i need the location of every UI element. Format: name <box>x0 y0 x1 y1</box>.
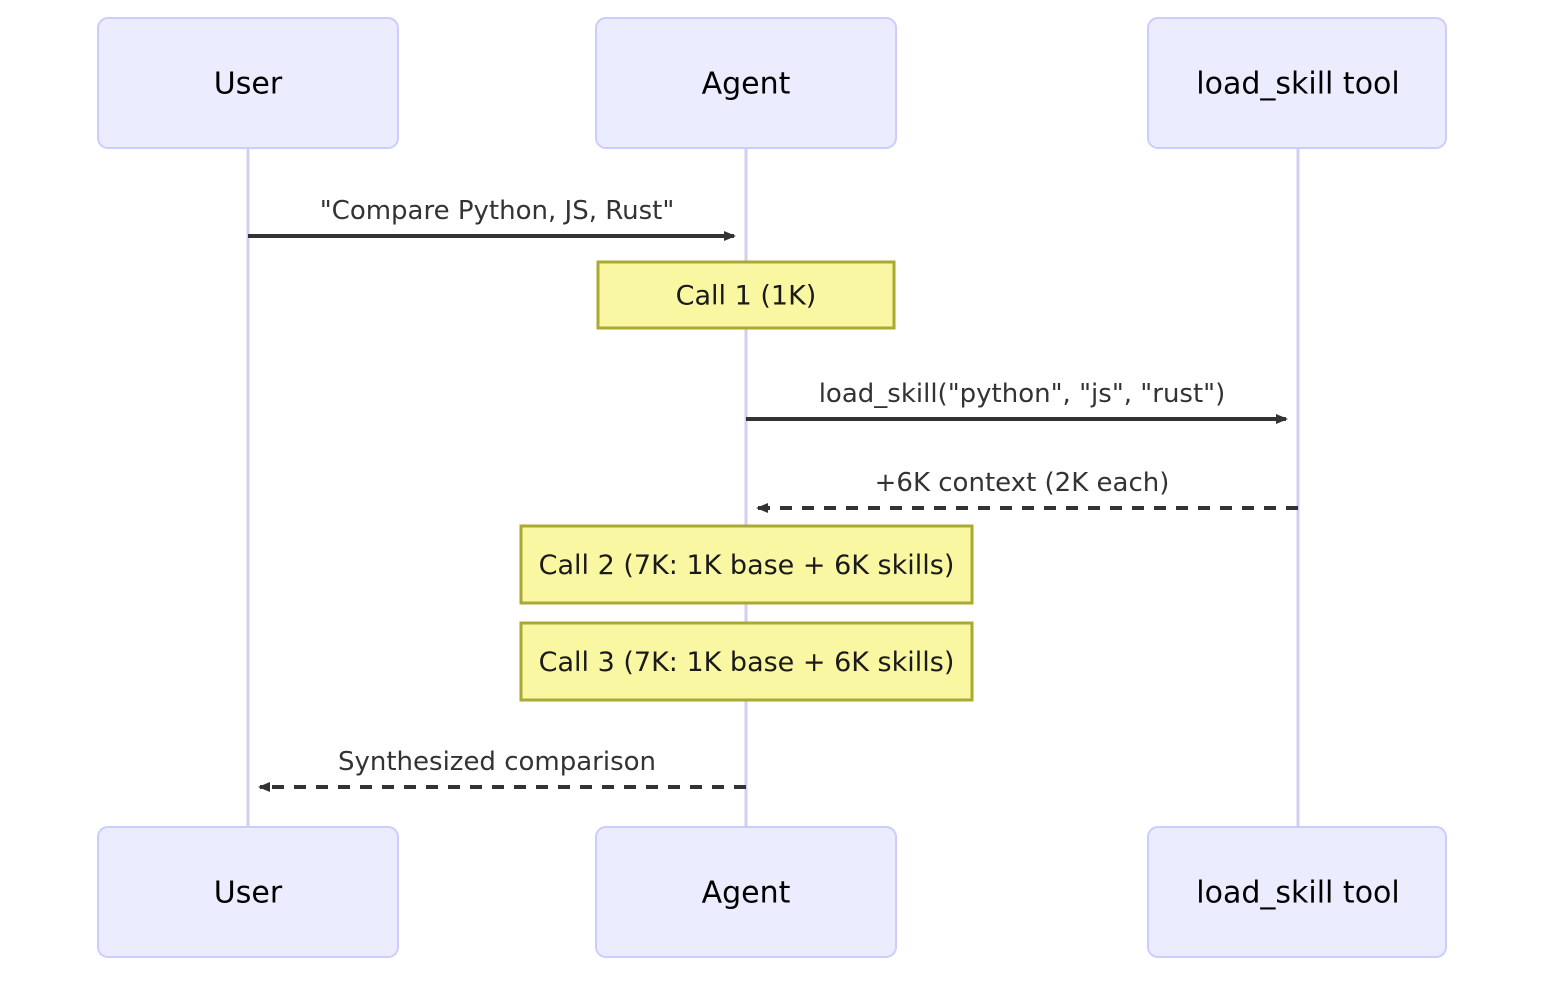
note-label-note1: Call 1 (1K) <box>676 281 817 312</box>
actor-label-user: User <box>214 876 283 911</box>
note-note3: Call 3 (7K: 1K base + 6K skills) <box>519 621 974 702</box>
actor-box-user-bottom[interactable]: User <box>97 826 399 958</box>
actor-box-rect <box>97 826 399 958</box>
actor-box-user-top[interactable]: User <box>97 17 399 149</box>
messages-layer: "Compare Python, JS, Rust" load_skill("py… <box>248 196 1298 792</box>
actor-box-agent-top[interactable]: Agent <box>595 17 897 149</box>
actor-box-rect <box>1147 17 1447 149</box>
note-note1: Call 1 (1K) <box>596 260 896 330</box>
note-rect-note2 <box>519 524 974 605</box>
note-label-note3: Call 3 (7K: 1K base + 6K skills) <box>539 647 955 678</box>
message-m2: load_skill("python", "js", "rust") <box>746 379 1288 424</box>
actor-box-agent-bottom[interactable]: Agent <box>595 826 897 958</box>
actor-box-rect <box>595 17 897 149</box>
actor-label-agent: Agent <box>702 67 791 102</box>
notes-layer: Call 1 (1K) Call 2 (7K: 1K base + 6K skil… <box>519 260 974 702</box>
actor-label-tool: load_skill tool <box>1196 876 1399 911</box>
actor-box-tool-bottom[interactable]: load_skill tool <box>1147 826 1447 958</box>
note-rect-note1 <box>596 260 896 330</box>
actor-box-rect <box>1147 826 1447 958</box>
actor-label-tool: load_skill tool <box>1196 67 1399 102</box>
message-label-m2: load_skill("python", "js", "rust") <box>819 379 1226 409</box>
note-label-note2: Call 2 (7K: 1K base + 6K skills) <box>539 550 955 581</box>
message-m3: +6K context (2K each) <box>756 468 1298 513</box>
message-label-m4: Synthesized comparison <box>338 747 656 777</box>
actor-label-agent: Agent <box>702 876 791 911</box>
note-note2: Call 2 (7K: 1K base + 6K skills) <box>519 524 974 605</box>
actor-box-tool-top[interactable]: load_skill tool <box>1147 17 1447 149</box>
message-m1: "Compare Python, JS, Rust" <box>248 196 736 241</box>
actor-box-rect <box>595 826 897 958</box>
message-label-m1: "Compare Python, JS, Rust" <box>320 196 675 226</box>
message-m4: Synthesized comparison <box>258 747 746 792</box>
message-label-m3: +6K context (2K each) <box>875 468 1170 498</box>
note-rect-note3 <box>519 621 974 702</box>
actor-label-user: User <box>214 67 283 102</box>
actor-box-rect <box>97 17 399 149</box>
